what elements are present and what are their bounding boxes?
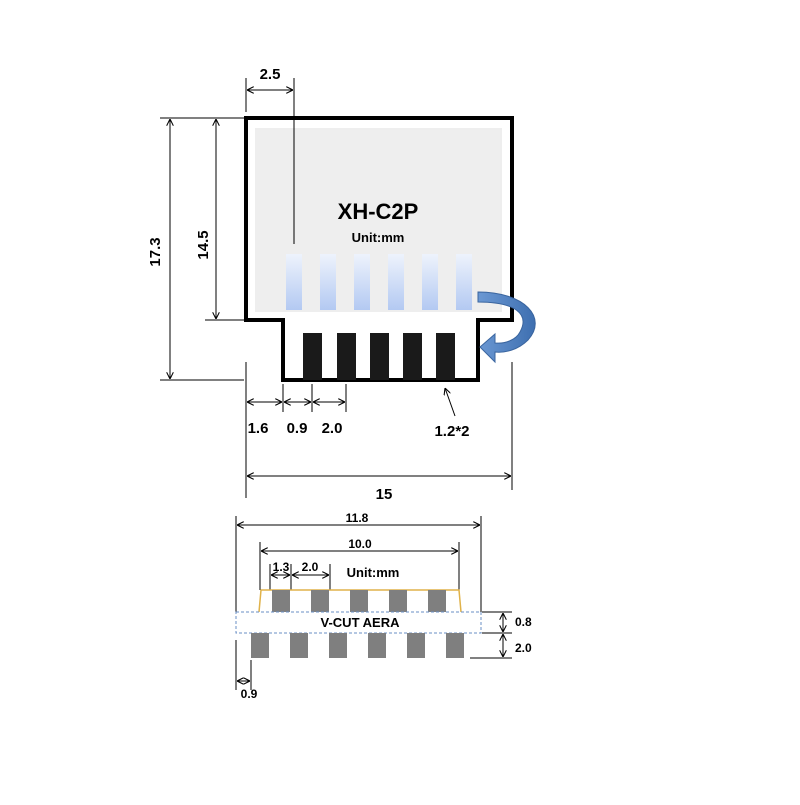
lower-pads: [251, 633, 464, 658]
dim-pitch: 1.3 2.0: [269, 560, 331, 590]
dim-14-5: 14.5: [195, 119, 244, 321]
contact: [436, 333, 455, 380]
dim-label: 1.6: [248, 420, 269, 437]
dim-label: 2.0: [322, 420, 343, 437]
dim-label: 0.9: [241, 687, 258, 701]
pad: [350, 590, 368, 612]
dim-right-vertical: 0.8 2.0: [470, 611, 532, 659]
dim-15: 15: [247, 362, 513, 503]
flip-arrow-icon: [477, 291, 536, 364]
pad: [286, 254, 302, 310]
dim-label: 2.0: [515, 641, 532, 655]
bottom-contacts: [303, 333, 455, 380]
pad: [389, 590, 407, 612]
pad: [407, 633, 425, 658]
dim-0-9: 0.9: [235, 640, 258, 701]
dim-label: 17.3: [147, 237, 164, 266]
dim-label: 14.5: [195, 230, 212, 259]
dim-label: 10.0: [348, 537, 372, 551]
dim-1-2x2: 1.2*2: [434, 388, 470, 440]
dim-label: 15: [376, 486, 393, 503]
dim-label: 0.9: [287, 420, 308, 437]
pad: [422, 254, 438, 310]
pad: [428, 590, 446, 612]
unit-label: Unit:mm: [352, 230, 405, 245]
pad: [456, 254, 472, 310]
dim-label: 1.3: [273, 560, 290, 574]
dim-11-8: 11.8: [235, 511, 482, 612]
pad: [368, 633, 386, 658]
pad: [290, 633, 308, 658]
dim-label: 11.8: [346, 511, 369, 525]
pad: [354, 254, 370, 310]
dim-2-5: 2.5: [245, 66, 295, 244]
contact: [337, 333, 356, 380]
dim-label: 2.5: [260, 66, 281, 83]
top-module-drawing: XH-C2P Unit:mm 2.5 17.3 14.5: [147, 66, 536, 503]
dim-label: 0.8: [515, 615, 532, 629]
dim-17-3: 17.3: [147, 117, 244, 381]
vcut-area: [235, 611, 482, 634]
pad: [320, 254, 336, 310]
pad: [329, 633, 347, 658]
dim-contact-row: 1.6 0.9 2.0: [245, 362, 347, 498]
panel-drawing: 11.8 10.0 1.3 2.0 Unit:mm: [235, 511, 532, 701]
pad: [272, 590, 290, 612]
pad: [251, 633, 269, 658]
module-title: XH-C2P: [338, 199, 419, 224]
contact: [403, 333, 422, 380]
upper-pads: [272, 590, 446, 612]
pad: [446, 633, 464, 658]
dim-10-0: 10.0: [259, 537, 460, 590]
unit-label: Unit:mm: [347, 565, 400, 580]
dim-label: 2.0: [302, 560, 319, 574]
pad: [388, 254, 404, 310]
pad: [311, 590, 329, 612]
top-pads: [286, 254, 472, 310]
vcut-label: V-CUT AERA: [321, 615, 401, 630]
dim-label: 1.2*2: [434, 423, 469, 440]
contact: [303, 333, 322, 380]
contact: [370, 333, 389, 380]
